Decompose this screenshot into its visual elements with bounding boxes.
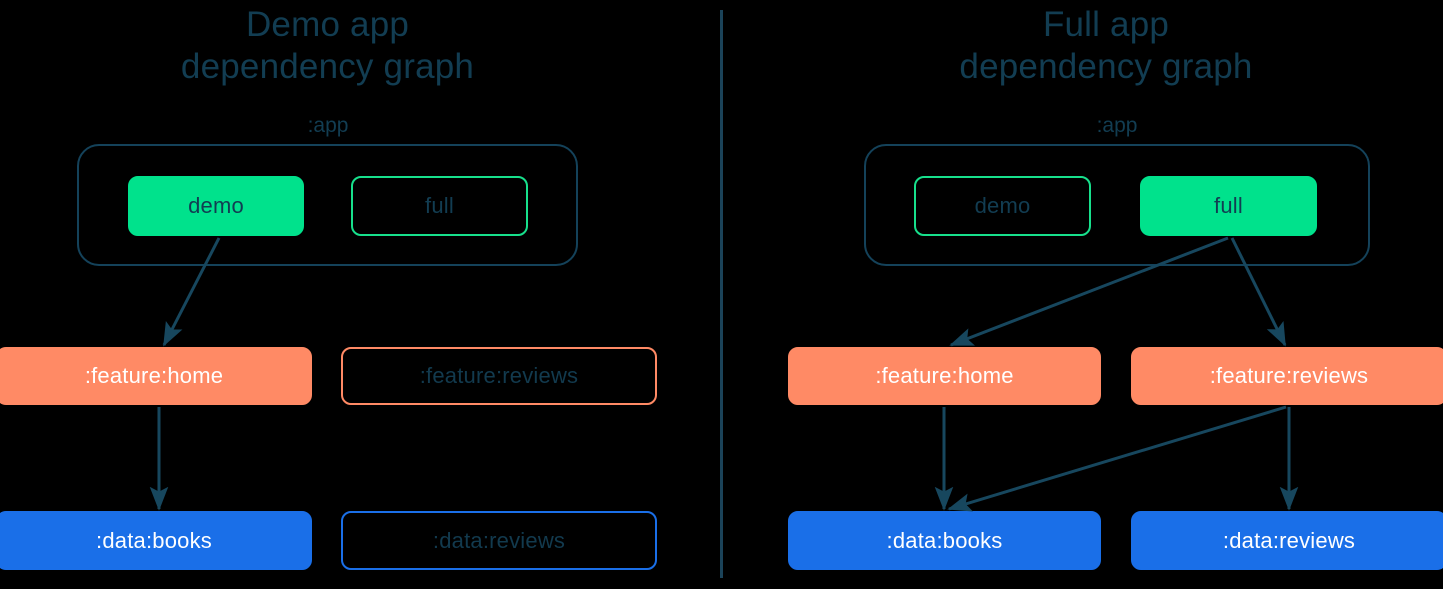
group-label-app-demo: :app: [307, 114, 349, 137]
node-full-feature-home[interactable]: :feature:home: [788, 347, 1101, 405]
node-full-data-books[interactable]: :data:books: [788, 511, 1101, 570]
panel-title-demo: Demo app dependency graph: [180, 5, 475, 86]
group-label-app-full: :app: [1096, 114, 1138, 137]
node-demo-data-reviews[interactable]: :data:reviews: [341, 511, 657, 570]
app-container-demo: [77, 144, 578, 266]
node-demo-feature-home[interactable]: :feature:home: [0, 347, 312, 405]
edge-full-feature-reviews-to-data-books: [947, 405, 1287, 512]
node-demo-variant-full[interactable]: full: [351, 176, 528, 236]
node-demo-feature-reviews[interactable]: :feature:reviews: [341, 347, 657, 405]
panel-divider: [720, 10, 723, 578]
panel-title-full: Full app dependency graph: [959, 5, 1253, 86]
node-full-feature-reviews[interactable]: :feature:reviews: [1131, 347, 1443, 405]
node-demo-data-books[interactable]: :data:books: [0, 511, 312, 570]
node-full-variant-full[interactable]: full: [1140, 176, 1317, 236]
node-demo-variant-demo[interactable]: demo: [128, 176, 304, 236]
node-full-variant-demo[interactable]: demo: [914, 176, 1091, 236]
node-full-data-reviews[interactable]: :data:reviews: [1131, 511, 1443, 570]
